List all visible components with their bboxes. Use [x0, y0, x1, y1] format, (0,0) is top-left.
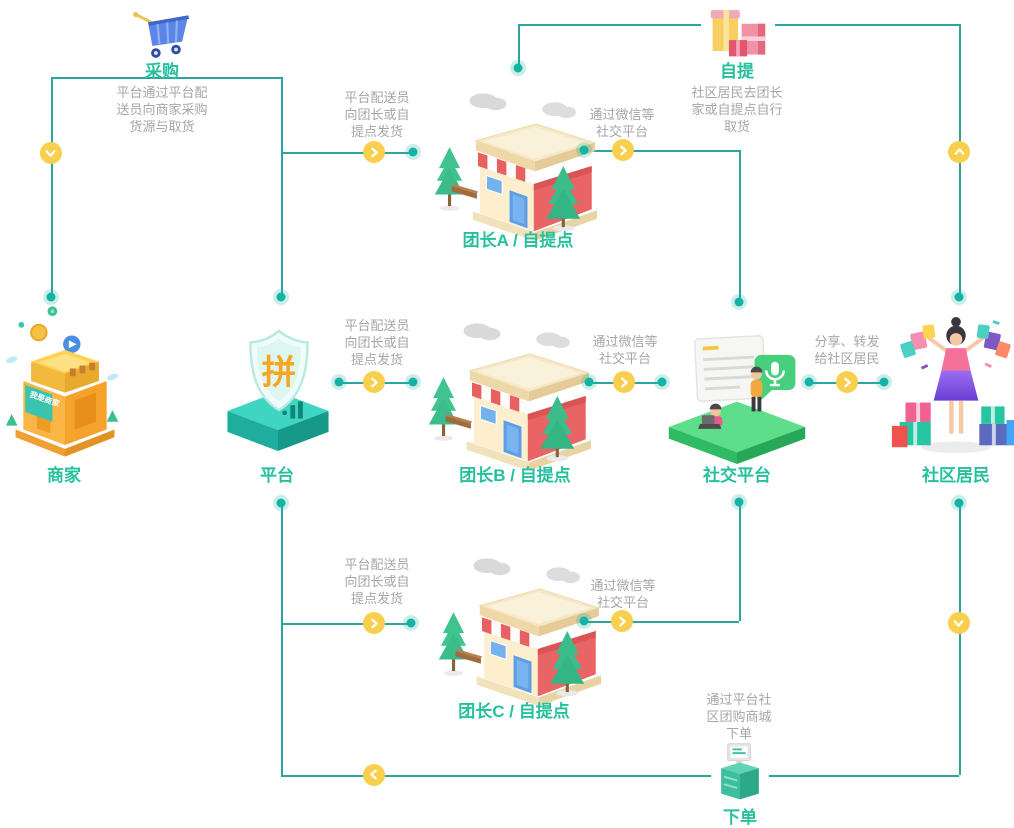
- edge-label-deliver-a: 平台配送员 向团长或自 提点发货: [344, 90, 410, 139]
- connector-dot: [879, 377, 889, 387]
- edge-label-wechat-c: 通过微信等 社交平台: [590, 578, 656, 610]
- node-desc-ziti: 社区居民去团长 家或自提点自行 取货: [682, 84, 792, 135]
- cash-register-icon: [711, 739, 769, 805]
- arrow-right-icon: [363, 612, 385, 634]
- connector-dot: [46, 292, 56, 302]
- connector-dot: [954, 498, 964, 508]
- cart-icon: [127, 3, 197, 61]
- store-icon: [428, 86, 608, 244]
- gift-boxes-icon: [701, 2, 775, 60]
- connector-dot: [406, 618, 416, 628]
- arrow-down-icon: [40, 142, 62, 164]
- connector-tuanzhang-c-shejiao: [584, 621, 739, 623]
- connector-bottom-xiadan: [281, 775, 959, 777]
- connector-shejiao-bottom: [739, 502, 741, 621]
- connector-dot: [579, 145, 589, 155]
- edge-label-deliver-b: 平台配送员 向团长或自 提点发货: [344, 318, 410, 367]
- node-title-ziti: 自提: [720, 62, 754, 81]
- arrow-up-icon: [948, 141, 970, 163]
- connector-dot: [513, 63, 523, 73]
- arrow-right-icon: [613, 371, 635, 393]
- arrow-right-icon: [611, 610, 633, 632]
- store-icon: [422, 316, 602, 474]
- edge-label-wechat-b: 通过微信等 社交平台: [592, 334, 658, 366]
- arrow-right-icon: [363, 141, 385, 163]
- node-title-shangjia: 商家: [47, 466, 81, 485]
- platform-shield-icon: 拼: [216, 316, 340, 462]
- node-title-caigou: 采购: [145, 62, 179, 81]
- merchant-building-icon: 我是商家: [2, 298, 128, 466]
- social-platform-icon: [659, 312, 815, 464]
- node-title-pingtai: 平台: [260, 466, 294, 485]
- node-title-xiadan: 下单: [723, 808, 757, 827]
- node-desc-xiadan: 通过平台社 区团购商城 下单: [698, 691, 780, 742]
- connector-dot: [804, 377, 814, 387]
- node-title-tuanzhang-b: 团长B / 自提点: [459, 466, 571, 485]
- connector-dot: [657, 377, 667, 387]
- node-title-tuanzhang-c: 团长C / 自提点: [458, 702, 570, 721]
- connector-dot: [734, 297, 744, 307]
- arrow-left-icon: [363, 764, 385, 786]
- connector-to-tuanzhang-c: [281, 623, 411, 625]
- edge-label-wechat-a: 通过微信等 社交平台: [589, 107, 655, 139]
- connector-dot: [276, 498, 286, 508]
- connector-tuanzhang-a-up: [518, 24, 520, 68]
- connector-to-tuanzhang-a: [281, 152, 412, 154]
- edge-label-deliver-c: 平台配送员 向团长或自 提点发货: [344, 557, 410, 606]
- residents-icon: [888, 308, 1014, 466]
- connector-dot: [734, 497, 744, 507]
- connector-dot: [579, 616, 589, 626]
- node-desc-caigou: 平台通过平台配 送员向商家采购 货源与取货: [107, 84, 217, 135]
- shield-glyph-text: 拼: [262, 354, 296, 392]
- connector-dot: [584, 377, 594, 387]
- edge-label-share: 分享、转发 给社区居民: [814, 334, 880, 366]
- connector-shejiao-top: [739, 150, 741, 302]
- connector-dot: [408, 377, 418, 387]
- connector-tuanzhang-a-shejiao: [584, 150, 739, 152]
- connector-caigou-top: [51, 77, 281, 79]
- arrow-right-icon: [612, 139, 634, 161]
- store-icon: [432, 551, 612, 709]
- arrow-right-icon: [363, 371, 385, 393]
- arrow-right-icon: [836, 371, 858, 393]
- connector-jumin-down: [959, 503, 961, 775]
- node-title-shejiao: 社交平台: [703, 466, 771, 485]
- connector-caigou-shangjia: [51, 77, 53, 297]
- connector-dot: [408, 147, 418, 157]
- node-title-tuanzhang-a: 团长A / 自提点: [462, 231, 574, 250]
- arrow-down-icon: [948, 612, 970, 634]
- connector-pingtai-down: [281, 503, 283, 775]
- connector-dot: [334, 377, 344, 387]
- connector-dot: [954, 292, 964, 302]
- connector-dot: [276, 292, 286, 302]
- node-title-jumin: 社区居民: [922, 466, 990, 485]
- connector-caigou-pingtai: [281, 77, 283, 297]
